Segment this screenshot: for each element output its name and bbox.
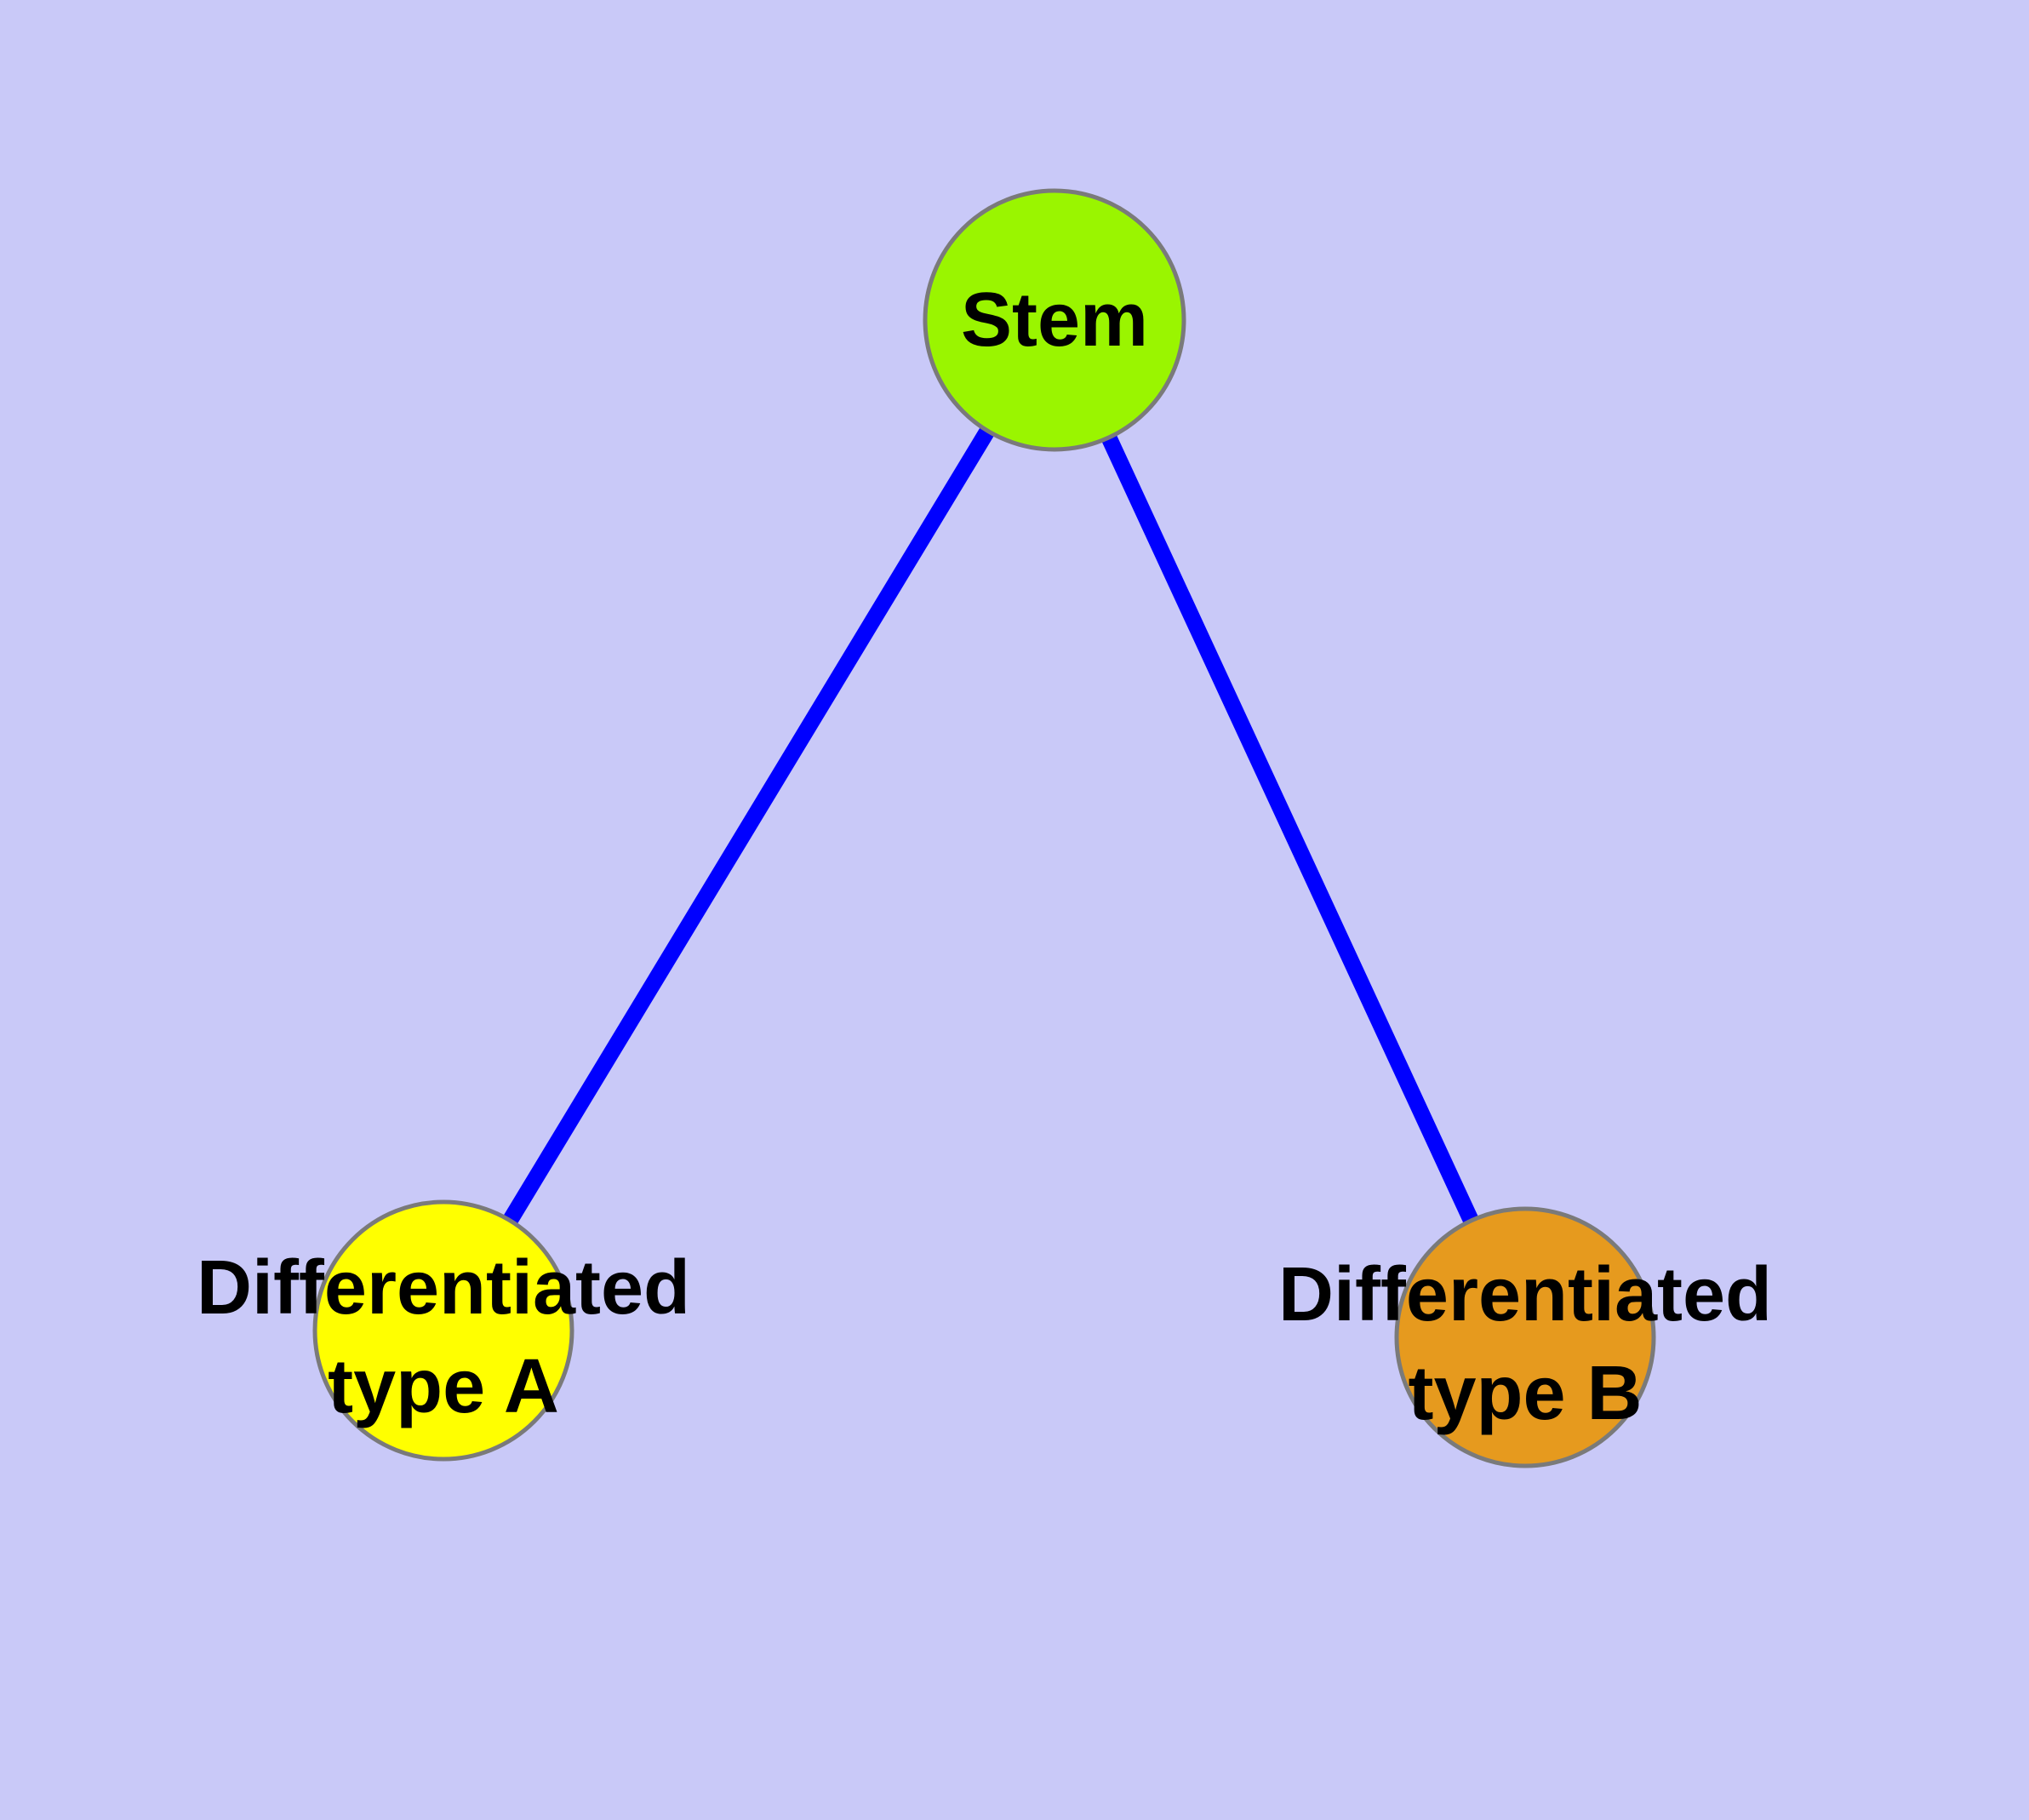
node-differentiated-type-b: [1394, 1206, 1656, 1468]
node-stem: [923, 188, 1186, 452]
node-stem-label: Stem: [961, 278, 1148, 363]
node-differentiated-type-b-label-line1: Differentiated: [1278, 1252, 1772, 1337]
edge-stem-to-type-a: [436, 316, 1062, 1335]
node-differentiated-type-a: [312, 1199, 574, 1462]
edge-stem-to-type-b: [1047, 317, 1533, 1341]
node-differentiated-type-a-label-line2: type A: [328, 1344, 559, 1429]
node-differentiated-type-a-label-line1: Differentiated: [197, 1245, 690, 1331]
node-differentiated-type-b-label-line2: type B: [1408, 1351, 1642, 1436]
